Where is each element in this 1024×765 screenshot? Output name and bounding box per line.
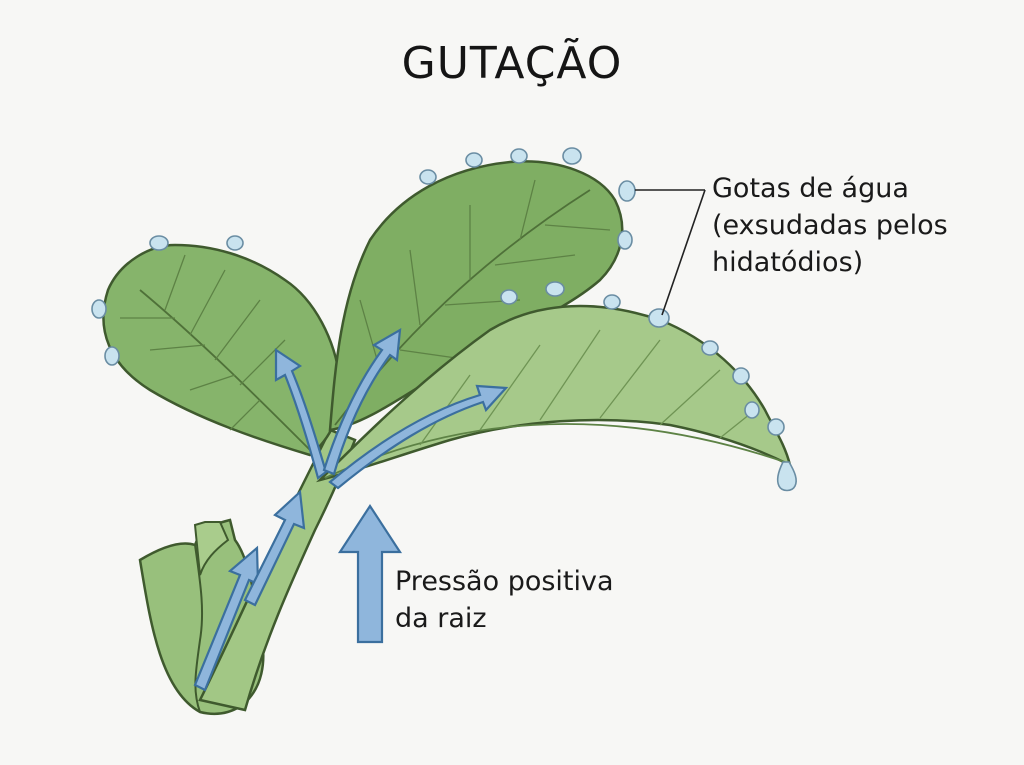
drops-label-line3: hidatódios) [712,247,864,278]
water-drop [648,308,670,328]
water-drop [149,235,169,251]
drops-label-line1: Gotas de água [712,173,909,204]
water-drop [767,418,785,436]
water-drop [562,147,582,165]
water-drop [510,148,528,164]
leaf-right-arrow [328,384,509,490]
leaf-top [328,160,624,432]
water-drop [465,152,483,168]
sap-flow-arrows [193,327,509,692]
leaf-left-arrow [274,347,328,480]
water-drop [500,289,518,305]
root-pressure-arrow [337,503,403,644]
root-pressure-label-line1: Pressão positiva [395,566,614,597]
water-drop [618,180,636,202]
water-drop [104,346,120,366]
water-drop [91,299,107,319]
water-drop [419,169,437,185]
water-drop [226,235,244,251]
water-drop [701,340,719,356]
water-drop [603,294,621,310]
stem-arrow-upper [243,489,306,607]
water-drop [617,230,633,250]
root-pressure-label-line2: da raiz [395,603,487,634]
drops-label-line2: (exsudadas pelos [712,210,948,241]
leaf-top-arrow [322,327,402,476]
water-drop [545,281,565,297]
water-drop [732,367,750,385]
drops-label: Gotas de água (exsudadas pelos hidatódio… [712,170,948,281]
leader-lines [635,189,706,316]
water-drops [91,147,797,492]
stem-arrow-lower [193,545,260,692]
water-drop [744,401,760,419]
water-drop [776,461,797,492]
root-pressure-label: Pressão positiva da raiz [395,563,614,637]
diagram-title: GUTAÇÃO [401,38,623,89]
